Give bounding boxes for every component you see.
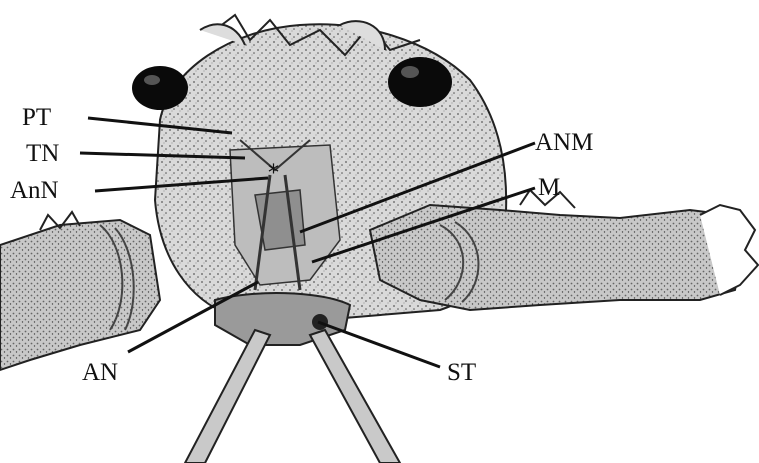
label-an: AN bbox=[82, 359, 118, 386]
right-eye bbox=[388, 57, 452, 107]
label-anm: ANM bbox=[535, 129, 593, 156]
right-antenna bbox=[310, 330, 400, 463]
label-ann: AnN bbox=[10, 177, 59, 204]
left-eye bbox=[132, 66, 188, 110]
left-antenna bbox=[185, 330, 270, 463]
label-tn: TN bbox=[26, 140, 59, 167]
label-st: ST bbox=[447, 359, 476, 386]
label-m: M bbox=[538, 174, 560, 201]
label-pt: PT bbox=[22, 104, 51, 131]
right-claw bbox=[370, 190, 758, 310]
ventral-region bbox=[215, 140, 350, 345]
center-marker: * bbox=[268, 161, 279, 186]
